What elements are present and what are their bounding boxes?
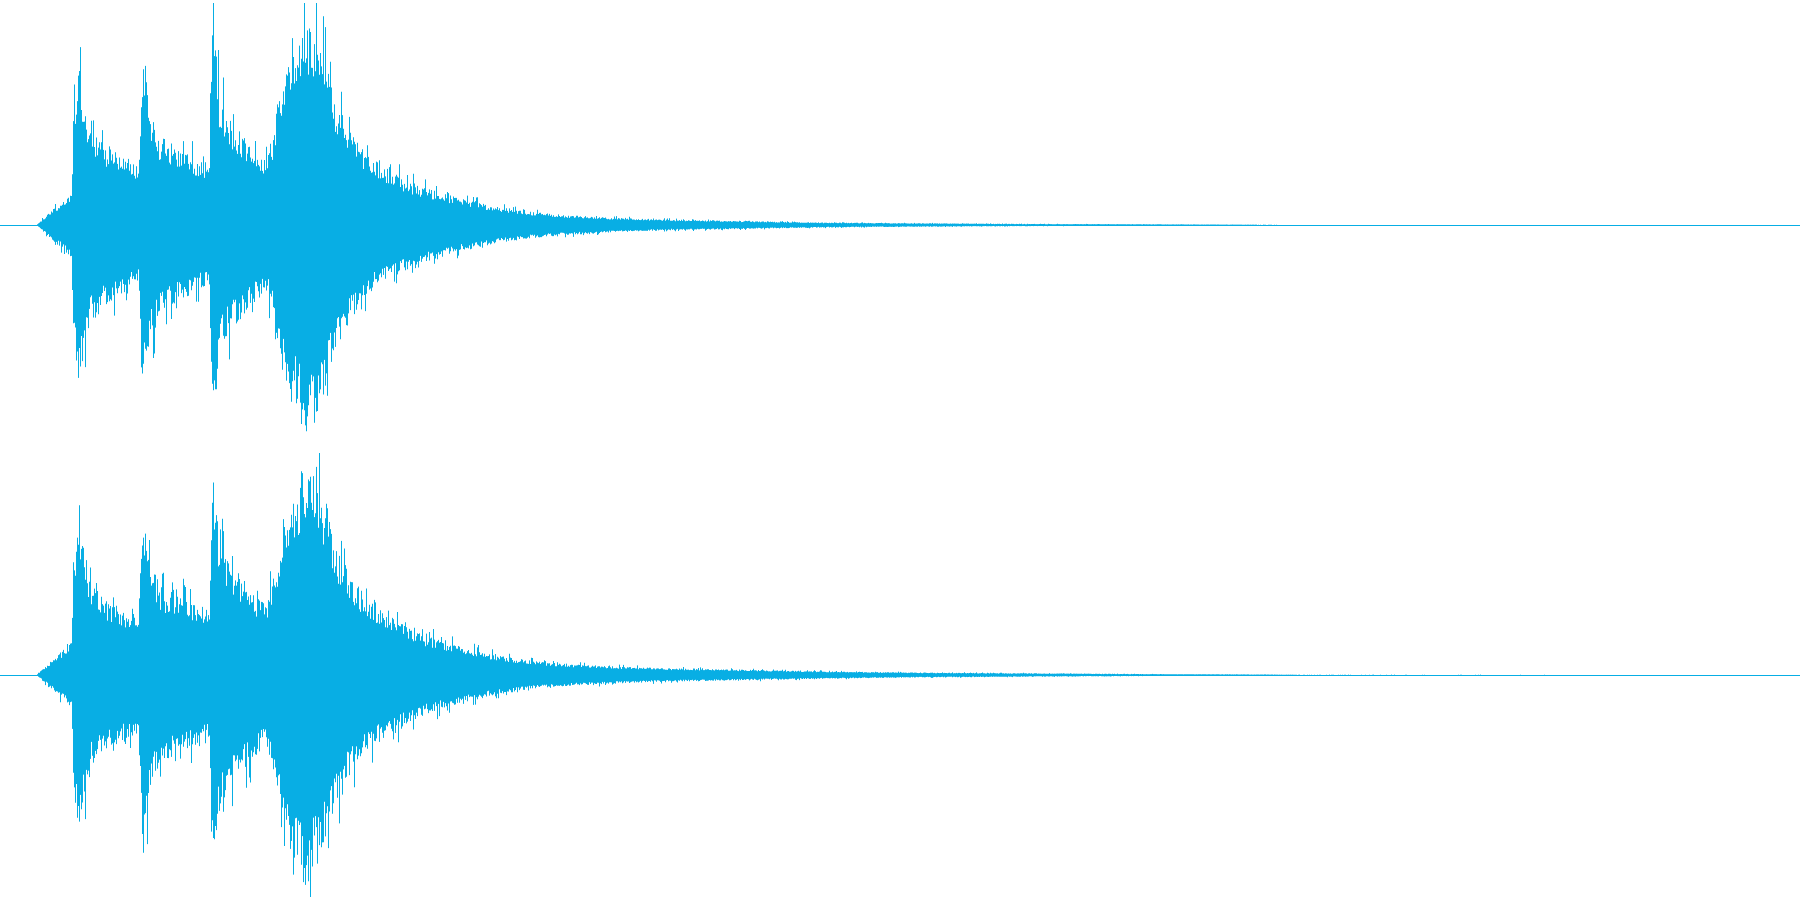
channel-2-waveform: [0, 453, 1800, 897]
waveform-samples: [37, 3, 1277, 432]
channel-1-waveform: [0, 3, 1800, 432]
waveform-samples: [37, 453, 1545, 897]
